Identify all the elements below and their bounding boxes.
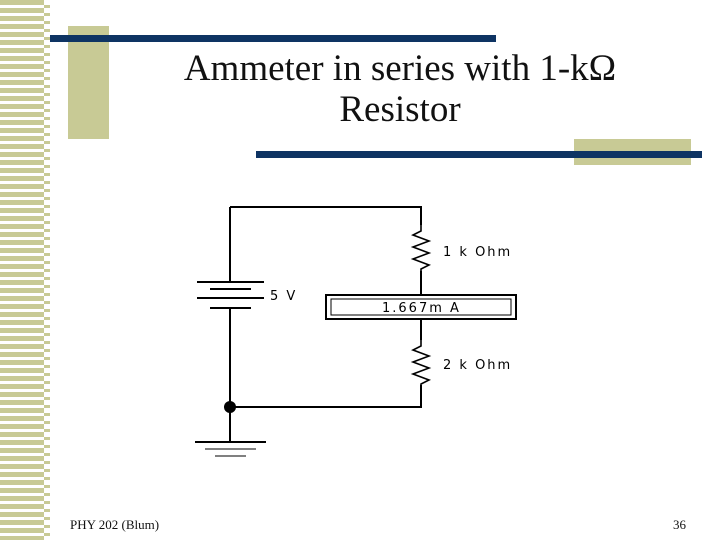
- page-number: 36: [673, 517, 686, 532]
- decorative-block-top-left: [68, 26, 109, 139]
- ammeter: 1.667m A: [325, 294, 517, 320]
- resistor-1k-label: 1 k Ohm: [443, 245, 512, 260]
- battery-symbol: [197, 281, 264, 309]
- resistor-2k: [410, 340, 432, 385]
- resistor-2k-label: 2 k Ohm: [443, 358, 512, 373]
- decorative-stripes: [0, 0, 50, 540]
- accent-bar-bottom: [256, 151, 702, 158]
- wire-top: [230, 206, 422, 225]
- footer-course: PHY 202 (Blum): [70, 517, 160, 532]
- slide-title: Ammeter in series with 1-kΩ Resistor: [120, 48, 680, 130]
- battery-label: 5 V: [270, 289, 297, 304]
- wire-r2-bottom: [230, 385, 422, 408]
- accent-bar-top: [50, 35, 496, 42]
- junction-node: [224, 401, 236, 413]
- resistor-1k: [410, 225, 432, 271]
- ammeter-reading: 1.667m A: [382, 301, 461, 316]
- slide-title-line-2: Resistor: [339, 89, 461, 130]
- ground-symbol: [195, 441, 266, 457]
- slide-title-line-1: Ammeter in series with 1-kΩ: [183, 48, 617, 89]
